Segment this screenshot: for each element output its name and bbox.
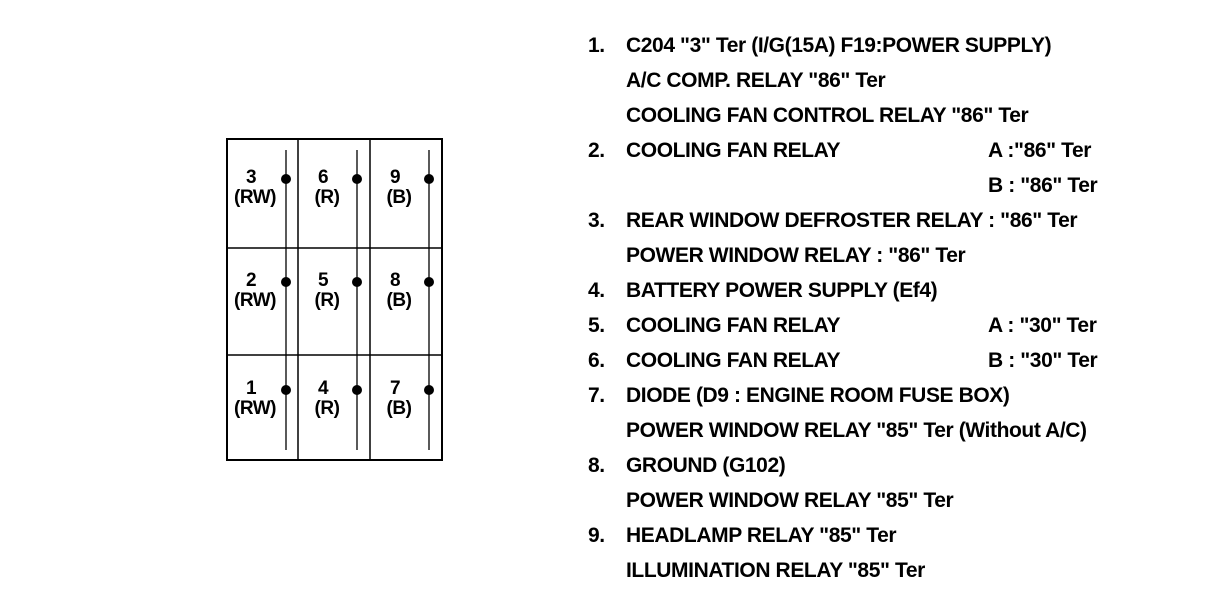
pin-number: 5 [317, 270, 329, 291]
connector-grid [226, 138, 443, 461]
legend-line: BATTERY POWER SUPPLY (Ef4) [626, 273, 1208, 308]
pin-terminal-dot [352, 174, 362, 184]
legend-line-text: GROUND (G102) [626, 454, 786, 477]
legend-line: COOLING FAN RELAY A : "30" Ter [626, 308, 1208, 343]
pin-number: 2 [245, 270, 257, 291]
legend-entry-number: 9. [588, 524, 605, 547]
pin-terminal-dot [424, 385, 434, 395]
legend-line: POWER WINDOW RELAY "85" Ter (Without A/C… [626, 413, 1208, 448]
legend-line-text: C204 "3" Ter (I/G(15A) F19:POWER SUPPLY) [626, 34, 1052, 57]
pin-label: 5(R) [296, 271, 366, 311]
legend-entry-number: 5. [588, 314, 605, 337]
pin-wire-color: (R) [314, 398, 340, 419]
pin-terminal-dot [352, 385, 362, 395]
legend-entry-number: 4. [588, 279, 605, 302]
legend-line: GROUND (G102) [626, 448, 1208, 483]
legend-line: HEADLAMP RELAY "85" Ter [626, 518, 1208, 553]
legend-line: REAR WINDOW DEFROSTER RELAY : "86" Ter [626, 203, 1208, 238]
pin-wire-color: (B) [386, 187, 412, 208]
pin-label: 7(B) [368, 379, 438, 419]
pin-label: 4(R) [296, 379, 366, 419]
pin-number: 7 [389, 378, 401, 399]
legend-line-text: POWER WINDOW RELAY "85" Ter (Without A/C… [626, 419, 1087, 442]
connector-diagram: 3(RW)6(R)9(B)2(RW)5(R)8(B)1(RW)4(R)7(B) [226, 138, 444, 462]
pin-number: 8 [389, 270, 401, 291]
pin-number: 1 [245, 378, 257, 399]
legend-entry: 2. COOLING FAN RELAY A :"86" Ter B : "86" T… [588, 133, 1208, 203]
pin-label: 1(RW) [224, 379, 294, 419]
legend-line: ILLUMINATION RELAY "85" Ter [626, 553, 1208, 588]
pin-label: 8(B) [368, 271, 438, 311]
legend-line-text: POWER WINDOW RELAY "85" Ter [626, 489, 954, 512]
legend-line-text: A/C COMP. RELAY "86" Ter [626, 69, 886, 92]
legend-line-text: COOLING FAN CONTROL RELAY "86" Ter [626, 104, 1029, 127]
connector-outline [226, 138, 443, 461]
legend-entry-number: 6. [588, 349, 605, 372]
pin-number: 6 [317, 167, 329, 188]
legend-line: COOLING FAN RELAY A :"86" Ter [626, 133, 1208, 168]
legend-line-text: COOLING FAN RELAY [626, 314, 841, 337]
pin-wire-color: (R) [314, 187, 340, 208]
legend-line-text: ILLUMINATION RELAY "85" Ter [626, 559, 925, 582]
pin-label: 9(B) [368, 168, 438, 208]
pin-wire-color: (B) [386, 398, 412, 419]
pin-legend: 1. C204 "3" Ter (I/G(15A) F19:POWER SUPPL… [588, 28, 1208, 588]
legend-line-terminal: A : "30" Ter [988, 314, 1097, 337]
legend-line-terminal: B : "30" Ter [988, 349, 1098, 372]
legend-entry-number: 7. [588, 384, 605, 407]
legend-entry-number: 1. [588, 34, 605, 57]
legend-entry-number: 8. [588, 454, 605, 477]
legend-line-text: REAR WINDOW DEFROSTER RELAY : "86" Ter [626, 209, 1078, 232]
pin-terminal-dot [281, 385, 291, 395]
legend-line-text: POWER WINDOW RELAY : "86" Ter [626, 244, 966, 267]
legend-entry: 5. COOLING FAN RELAY A : "30" Ter [588, 308, 1208, 343]
legend-line-text: BATTERY POWER SUPPLY (Ef4) [626, 279, 938, 302]
legend-line: DIODE (D9 : ENGINE ROOM FUSE BOX) [626, 378, 1208, 413]
pin-wire-color: (RW) [234, 187, 276, 208]
pin-terminal-dot [281, 174, 291, 184]
legend-line: B : "86" Ter [626, 168, 1208, 203]
legend-line-terminal: B : "86" Ter [988, 174, 1098, 197]
pin-number: 9 [389, 167, 401, 188]
legend-line: POWER WINDOW RELAY : "86" Ter [626, 238, 1208, 273]
pin-wire-color: (B) [386, 290, 412, 311]
legend-line-text: COOLING FAN RELAY [626, 349, 841, 372]
legend-line: A/C COMP. RELAY "86" Ter [626, 63, 1208, 98]
legend-entry: 1. C204 "3" Ter (I/G(15A) F19:POWER SUPPL… [588, 28, 1208, 133]
pin-wire-color: (R) [314, 290, 340, 311]
legend-line: COOLING FAN RELAY B : "30" Ter [626, 343, 1208, 378]
legend-entry: 4. BATTERY POWER SUPPLY (Ef4) [588, 273, 1208, 308]
legend-line: COOLING FAN CONTROL RELAY "86" Ter [626, 98, 1208, 133]
pin-label: 2(RW) [224, 271, 294, 311]
pin-label: 3(RW) [224, 168, 294, 208]
pin-number: 3 [245, 167, 257, 188]
legend-entry: 6. COOLING FAN RELAY B : "30" Ter [588, 343, 1208, 378]
pin-terminal-dot [281, 277, 291, 287]
pin-terminal-dot [424, 277, 434, 287]
legend-line: C204 "3" Ter (I/G(15A) F19:POWER SUPPLY) [626, 28, 1208, 63]
legend-line-text: DIODE (D9 : ENGINE ROOM FUSE BOX) [626, 384, 1010, 407]
legend-line-text: COOLING FAN RELAY [626, 139, 841, 162]
legend-entry-number: 3. [588, 209, 605, 232]
pin-terminal-dot [424, 174, 434, 184]
pin-wire-color: (RW) [234, 398, 276, 419]
legend-entry-number: 2. [588, 139, 605, 162]
legend-entry: 7. DIODE (D9 : ENGINE ROOM FUSE BOX) POWER… [588, 378, 1208, 448]
pin-label: 6(R) [296, 168, 366, 208]
legend-entry: 8. GROUND (G102) POWER WINDOW RELAY "85" T… [588, 448, 1208, 518]
legend-line-terminal: A :"86" Ter [988, 139, 1092, 162]
pin-number: 4 [317, 378, 329, 399]
pin-terminal-dot [352, 277, 362, 287]
legend-line: POWER WINDOW RELAY "85" Ter [626, 483, 1208, 518]
legend-entry: 3. REAR WINDOW DEFROSTER RELAY : "86" Ter… [588, 203, 1208, 273]
legend-line-text: HEADLAMP RELAY "85" Ter [626, 524, 897, 547]
pin-wire-color: (RW) [234, 290, 276, 311]
